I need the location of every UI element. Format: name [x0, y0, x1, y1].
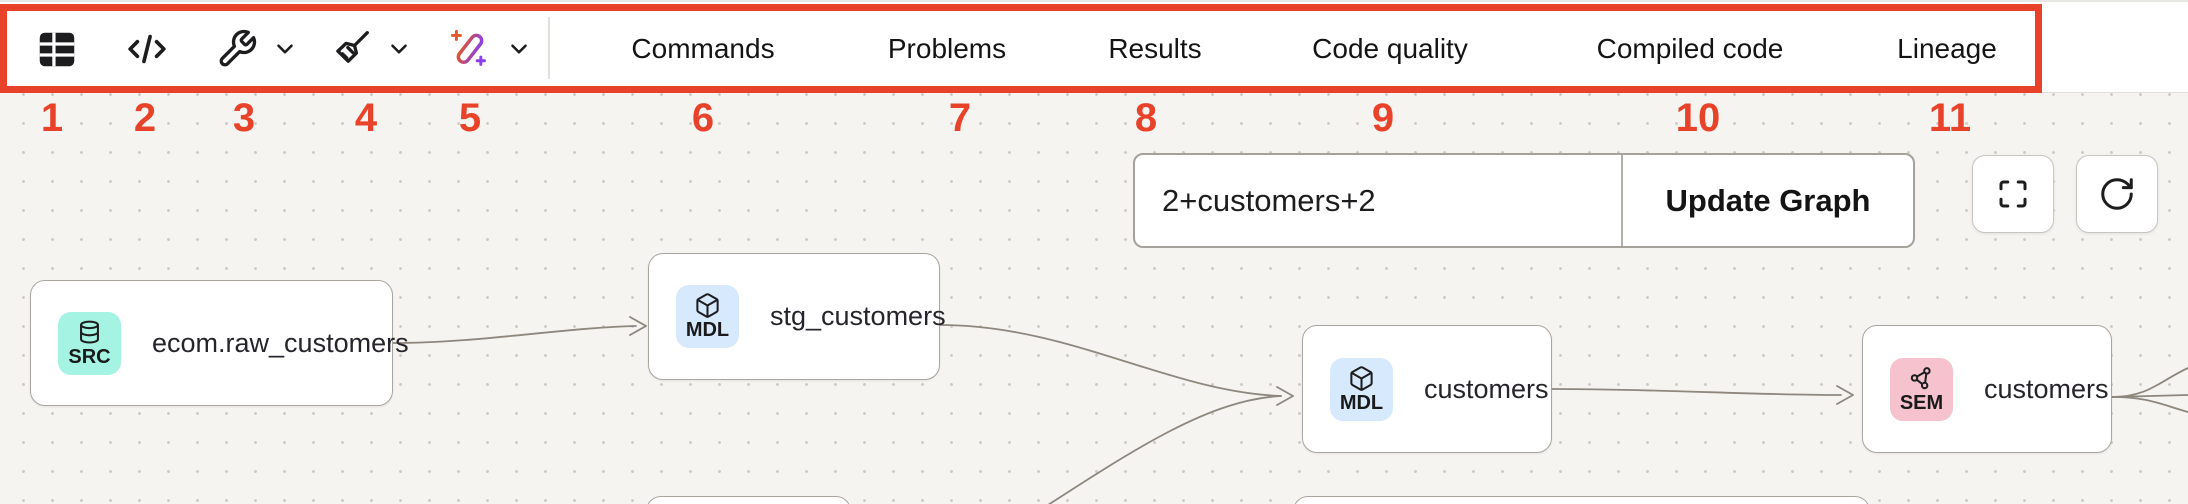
node-label: ecom.raw_customers: [152, 327, 409, 358]
tab-commands[interactable]: Commands: [631, 15, 774, 83]
code-icon: [128, 34, 166, 64]
annotation-number: 3: [232, 96, 256, 140]
broom-dropdown-button[interactable]: [324, 15, 418, 83]
share-icon: [1910, 366, 1931, 389]
annotation-number: 10: [1675, 96, 1721, 140]
node-badge-label: SRC: [68, 345, 111, 368]
chevron-down-icon: [391, 44, 407, 54]
annotation-number: 9: [1371, 96, 1395, 140]
node-label: stg_customers: [770, 301, 946, 331]
node-badge: SEM: [1890, 357, 1953, 421]
fullscreen-button[interactable]: [1972, 155, 2054, 233]
model-filter-input[interactable]: [1135, 155, 1621, 246]
node-ecom-raw-customers[interactable]: SRC ecom.raw_customers: [30, 280, 409, 406]
chevron-down-icon: [511, 44, 527, 54]
refresh-button[interactable]: [2076, 155, 2158, 233]
tab-results[interactable]: Results: [1108, 15, 1201, 83]
toolbar-divider: [548, 17, 550, 79]
node-customers-sem[interactable]: SEM customers: [1862, 325, 2112, 453]
update-graph-button[interactable]: Update Graph: [1621, 155, 1913, 246]
wrench-dropdown-button[interactable]: [210, 15, 304, 83]
node-badge-label: SEM: [1899, 391, 1944, 414]
graph-filter-group: Update Graph: [1133, 153, 1915, 248]
node-badge: MDL: [1330, 357, 1393, 421]
magic-wand-icon: [450, 29, 486, 66]
annotation-number: 2: [133, 96, 157, 140]
tab-problems[interactable]: Problems: [888, 15, 1006, 83]
partial-node-bottom-left[interactable]: [646, 496, 851, 504]
wrench-icon: [219, 29, 257, 67]
database-icon: [80, 320, 99, 344]
fullscreen-icon: [1999, 180, 2027, 208]
node-badge: MDL: [676, 285, 739, 348]
cube-icon: [1350, 365, 1373, 391]
annotation-number: 6: [691, 96, 715, 140]
annotation-number: 5: [458, 96, 482, 140]
annotation-number: 11: [1928, 96, 1972, 140]
node-label: customers: [1424, 373, 1549, 404]
refresh-icon: [2101, 178, 2133, 210]
code-button[interactable]: [118, 15, 176, 83]
table-button[interactable]: [28, 15, 86, 83]
annotation-number: 7: [948, 96, 972, 140]
annotation-number: 1: [40, 96, 64, 140]
node-customers-mdl[interactable]: MDL customers: [1302, 325, 1552, 453]
table-icon: [39, 32, 75, 67]
edges-layer: [392, 316, 2188, 504]
tab-lineage[interactable]: Lineage: [1897, 15, 1997, 83]
partial-node-bottom-right[interactable]: [1293, 496, 1870, 504]
node-label: customers: [1984, 373, 2109, 404]
tab-compiled-code[interactable]: Compiled code: [1597, 15, 1784, 83]
chevron-down-icon: [277, 44, 293, 54]
annotation-number: 8: [1134, 96, 1158, 140]
node-badge: SRC: [58, 311, 121, 375]
node-badge-label: MDL: [1339, 391, 1384, 414]
annotation-number: 4: [354, 96, 378, 140]
tab-code-quality[interactable]: Code quality: [1312, 15, 1468, 83]
cube-icon: [696, 293, 719, 318]
editor-toolbar: Commands Problems Results Code quality C…: [0, 0, 2188, 93]
magic-wand-dropdown-button[interactable]: [442, 15, 538, 83]
node-stg-customers[interactable]: MDL stg_customers: [648, 253, 946, 380]
lineage-canvas[interactable]: Update Graph SRC ecom.raw_customers: [0, 93, 2188, 504]
node-badge-label: MDL: [685, 319, 730, 341]
broom-icon: [336, 31, 369, 63]
